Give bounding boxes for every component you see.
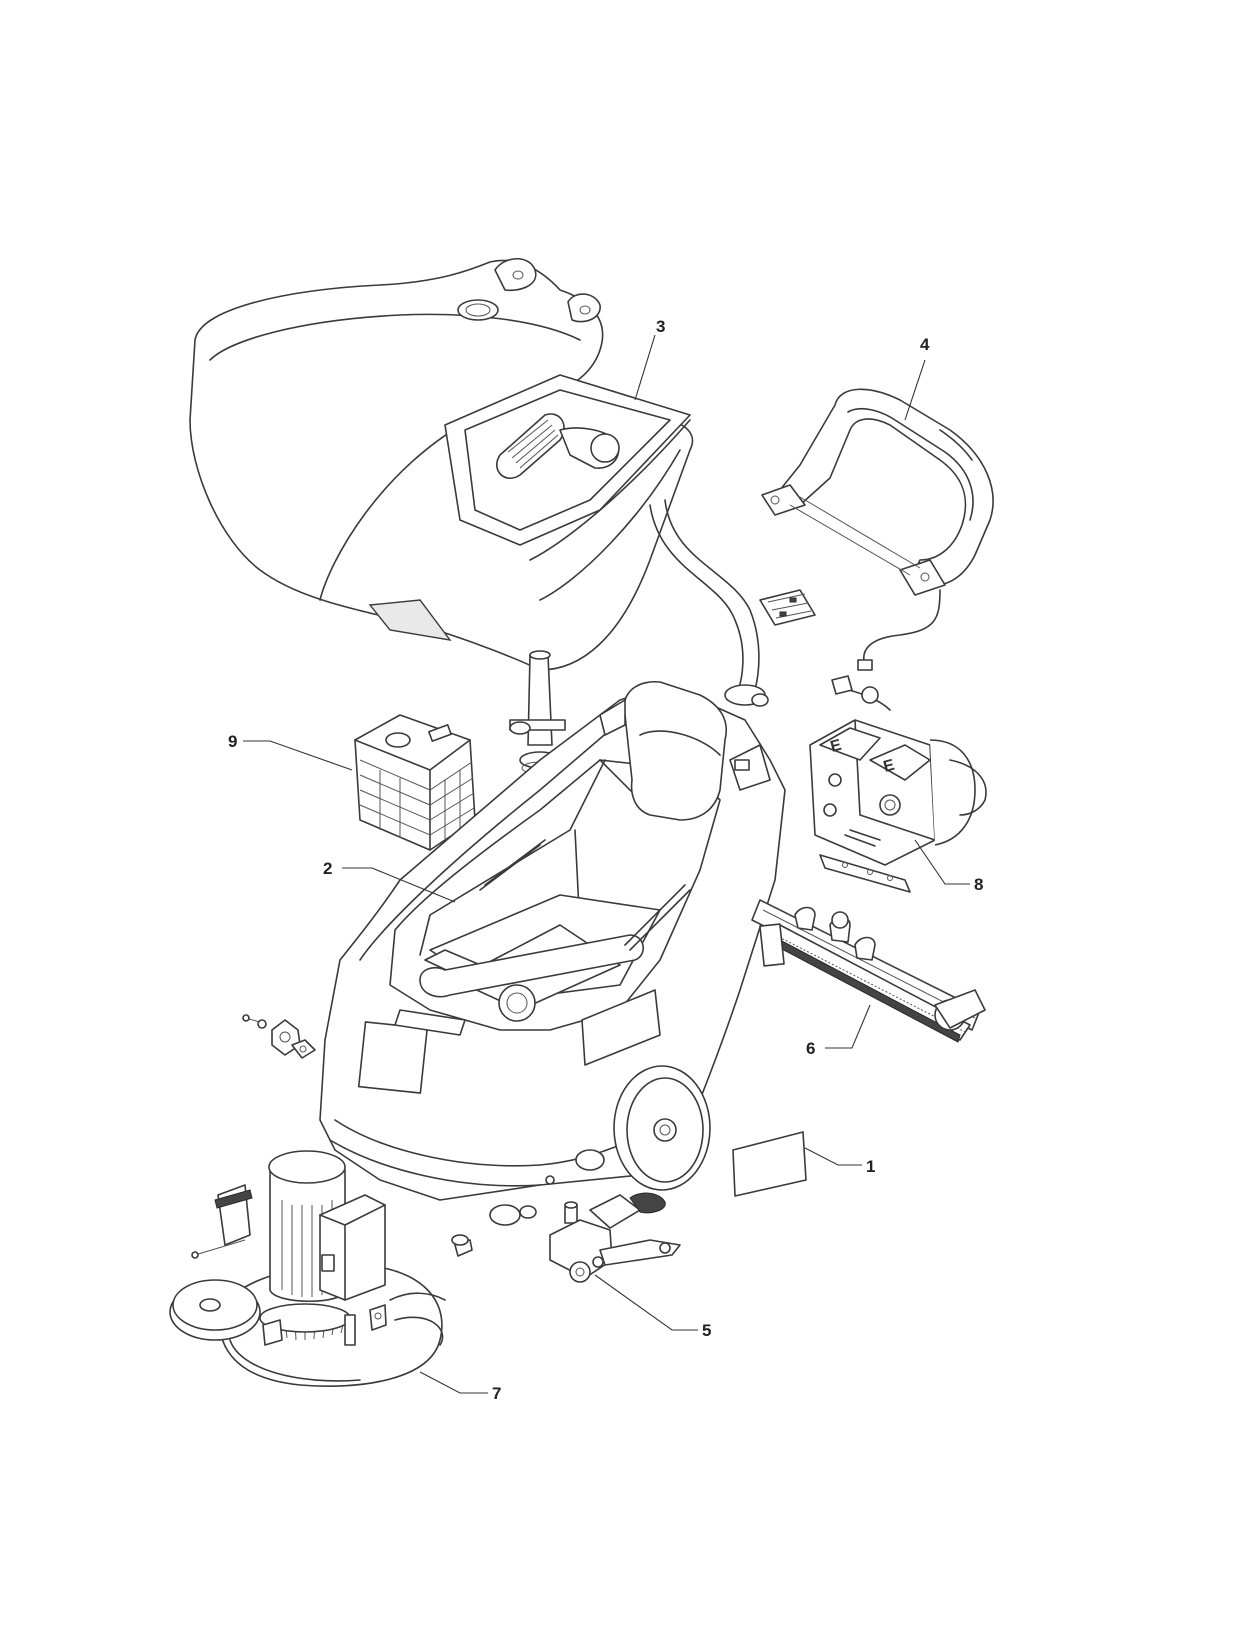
callout-9: 9 [228, 732, 237, 751]
part-handle [761, 388, 994, 671]
wheel [613, 1065, 711, 1191]
part-squeegee [751, 899, 986, 1043]
callout-1: 1 [866, 1157, 875, 1176]
callout-8: 8 [974, 875, 983, 894]
part-lift-lever [549, 1192, 681, 1283]
svg-text:E: E [882, 757, 897, 776]
recovery-hose [649, 499, 769, 707]
callout-3: 3 [656, 317, 665, 336]
part-battery [354, 714, 476, 851]
callouts: 3 4 9 2 8 6 1 5 7 [228, 317, 983, 1403]
bolt [451, 1234, 473, 1257]
part-recovery-tank-cover [189, 257, 694, 671]
svg-text:E: E [829, 737, 844, 756]
callout-4: 4 [920, 335, 930, 354]
part-control-box: E E [809, 675, 987, 893]
drain-hose [509, 650, 566, 781]
part-main-body [319, 680, 786, 1226]
part-brush-head [169, 1150, 446, 1387]
knob-assembly [242, 1014, 316, 1059]
callout-6: 6 [806, 1039, 815, 1058]
leader-lines [243, 334, 970, 1394]
part-label-plate [732, 1131, 807, 1197]
switch-bracket [759, 589, 816, 626]
callout-7: 7 [492, 1384, 501, 1403]
callout-5: 5 [702, 1321, 711, 1340]
filter-cartridge [496, 413, 620, 479]
callout-2: 2 [323, 859, 332, 878]
